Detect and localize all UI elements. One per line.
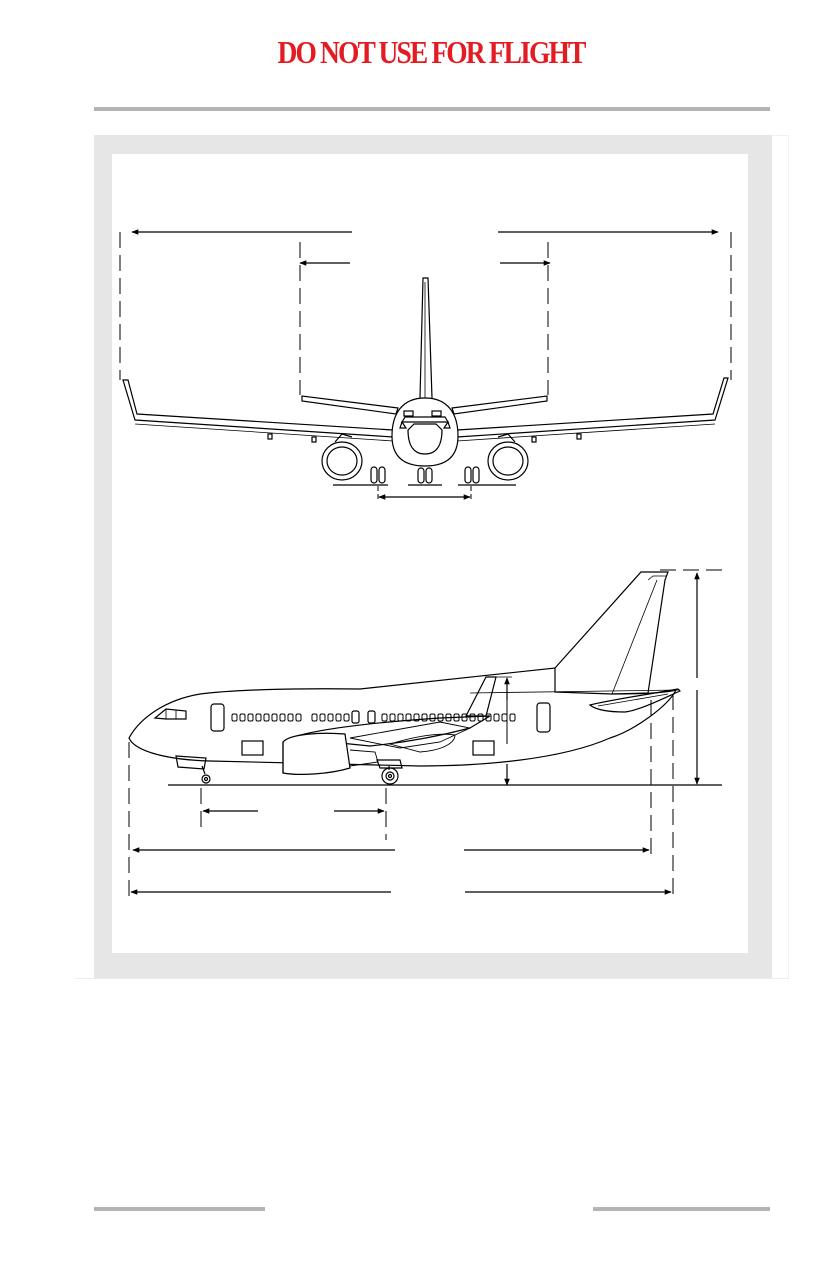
overall-length-dimension [130,694,674,900]
vertical-tail [554,571,669,695]
figure-panel [112,154,748,953]
footer-rule-right [593,1207,770,1211]
overall-height-dimension [660,569,728,785]
stabilizer-span-dimension [299,242,551,395]
figure-frame-shadow [75,978,789,979]
fuselage-length-dimension [128,700,652,900]
overwing-exit-2 [367,710,376,724]
wheel-track-dimension [377,486,472,502]
main-gear-left [370,466,386,484]
wing-side [289,715,491,747]
do-not-use-for-flight-warning: DO NOT USE FOR FLIGHT [277,34,587,70]
forward-door [210,703,225,732]
front-view [119,229,732,502]
forward-cargo-door [241,740,264,756]
right-wing [456,377,729,438]
fuselage-front [391,397,459,467]
header-rule [94,107,770,111]
nose-radome [407,423,443,455]
aft-door [536,702,551,733]
nose-gear [417,467,433,484]
aft-cargo-door [472,740,495,756]
horizontal-stabilizer [588,688,682,713]
overwing-exit-1 [351,710,360,724]
wingspan-dimension [119,229,732,380]
left-engine [321,433,363,481]
left-wing [122,379,394,438]
vertical-fin [419,277,433,399]
footer-rule-left [94,1207,265,1211]
right-engine [487,433,529,481]
side-view [128,569,728,900]
engine-nacelle-side [282,732,379,775]
left-horizontal-stabilizer [301,395,399,415]
main-gear-side [376,759,403,785]
main-gear-right [464,466,480,484]
nose-gear-side [175,755,211,784]
figure-frame-edge [772,135,789,978]
right-horizontal-stabilizer [451,395,548,415]
wheelbase-dimension [200,788,387,840]
